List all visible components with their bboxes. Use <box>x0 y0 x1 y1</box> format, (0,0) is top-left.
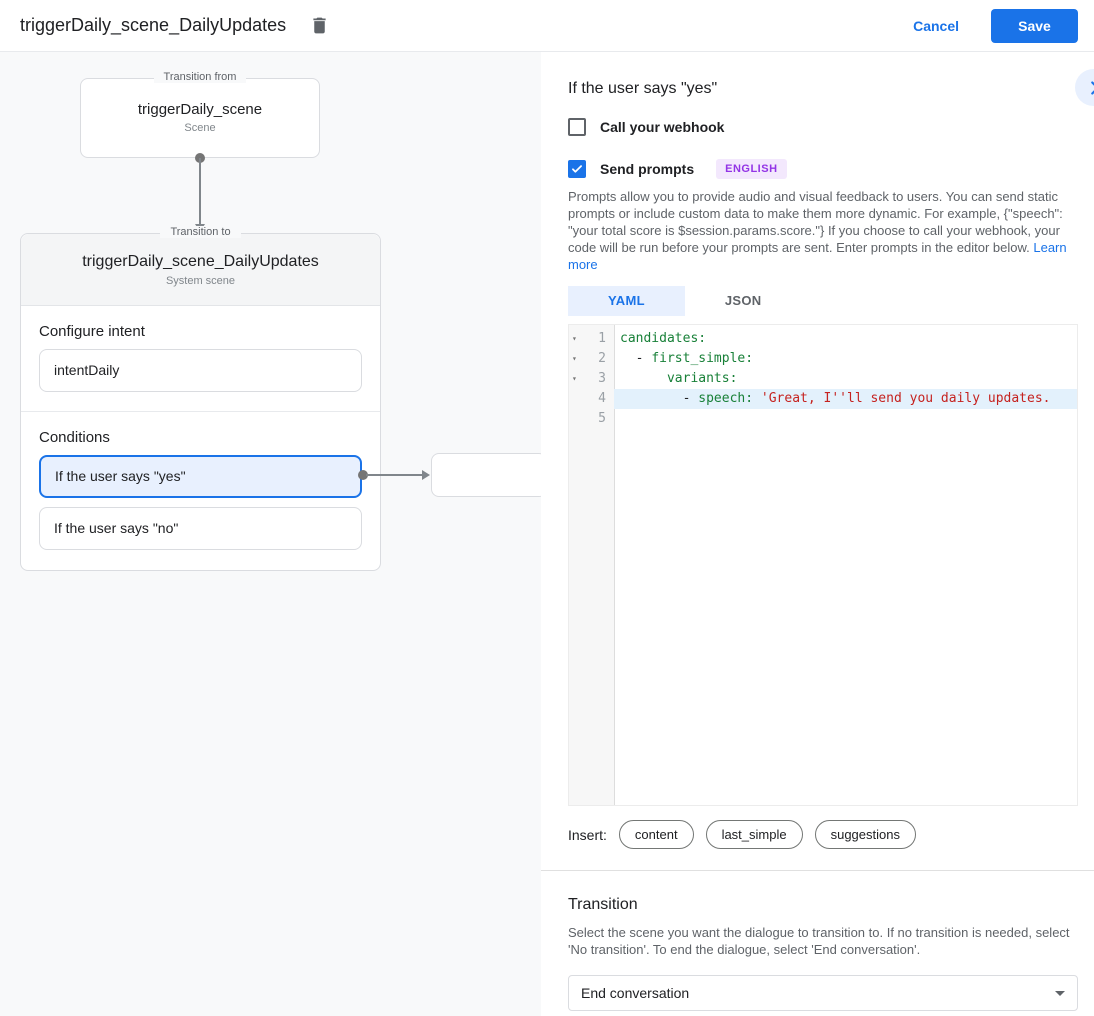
configure-intent-label: Configure intent <box>39 323 145 340</box>
divider <box>541 870 1094 871</box>
tab-json[interactable]: JSON <box>724 293 762 308</box>
node-legend: Transition from <box>81 71 319 83</box>
fold-arrow-icon[interactable]: ▾ <box>572 334 577 343</box>
detail-title: If the user says "yes" <box>568 80 718 97</box>
insert-label: Insert: <box>568 826 607 843</box>
editor-line[interactable]: ▾3 variants: <box>569 369 1077 389</box>
prompts-row: Send prompts ENGLISH <box>568 159 1078 179</box>
prompts-label: Send prompts <box>600 161 695 177</box>
trash-icon <box>309 15 330 36</box>
tab-yaml[interactable]: YAML <box>568 286 685 316</box>
code-line[interactable] <box>614 409 1077 429</box>
checkmark-icon <box>570 162 584 176</box>
divider <box>21 411 380 412</box>
code-line[interactable]: - first_simple: <box>620 351 754 366</box>
delete-scene-button[interactable] <box>306 13 332 39</box>
editor-format-tabs: YAML JSON <box>568 286 1078 316</box>
node-title: triggerDaily_scene <box>137 101 263 118</box>
insert-chip-suggestions[interactable]: suggestions <box>814 820 916 849</box>
collapse-panel-button[interactable] <box>1075 69 1094 106</box>
editor-line[interactable]: ▾2 - first_simple: <box>569 349 1077 369</box>
line-number: ▾2 <box>569 349 614 369</box>
conditions-label: Conditions <box>39 429 110 446</box>
learn-more-link[interactable]: Learn more <box>568 240 1067 272</box>
prompts-checkbox[interactable] <box>568 160 586 178</box>
page-title: triggerDaily_scene_DailyUpdates <box>20 15 287 35</box>
code-line[interactable]: variants: <box>666 371 738 386</box>
insert-chips: content last_simple suggestions <box>618 820 916 849</box>
transition-select[interactable]: End conversation <box>568 975 1078 1011</box>
transition-description: Select the scene you want the dialogue t… <box>568 925 1070 957</box>
conditions-list: If the user says "yes" If the user says "… <box>39 455 362 550</box>
scene-node-header[interactable]: Transition to triggerDaily_scene_DailyUp… <box>21 226 380 306</box>
code-line[interactable]: candidates: <box>620 331 707 346</box>
code-line[interactable]: - speech: 'Great, I''ll send you daily u… <box>614 389 1077 409</box>
save-button[interactable]: Save <box>991 8 1078 43</box>
detail-panel: If the user says "yes" Call your webhook… <box>541 52 1094 1016</box>
scene-node-to: Transition to triggerDaily_scene_DailyUp… <box>20 226 381 571</box>
insert-chip-content[interactable]: content <box>618 820 694 849</box>
editor-line[interactable]: 4 - speech: 'Great, I''ll send you daily… <box>569 389 1077 409</box>
node-title: triggerDaily_scene_DailyUpdates <box>82 253 319 270</box>
scene-node-target[interactable] <box>431 453 541 497</box>
line-number: 5 <box>598 411 606 426</box>
prompts-description: Prompts allow you to provide audio and v… <box>568 189 1067 272</box>
arrowhead-down-icon <box>195 224 205 232</box>
connector-dot <box>358 470 368 480</box>
transition-select-value: End conversation <box>581 985 690 1001</box>
main-layout: Transition from triggerDaily_scene Scene… <box>0 52 1094 1016</box>
webhook-label: Call your webhook <box>600 119 725 135</box>
connector-line <box>366 474 422 476</box>
transition-title: Transition <box>568 896 638 913</box>
fold-arrow-icon[interactable]: ▾ <box>572 354 577 363</box>
fold-arrow-icon[interactable]: ▾ <box>572 374 577 383</box>
line-number: ▾3 <box>569 369 614 389</box>
node-subtitle: System scene <box>165 275 236 287</box>
webhook-checkbox[interactable] <box>568 118 586 136</box>
connector-line <box>199 158 201 224</box>
cancel-button[interactable]: Cancel <box>913 17 959 34</box>
caret-down-icon <box>1055 990 1065 996</box>
scene-canvas: Transition from triggerDaily_scene Scene… <box>0 52 541 1016</box>
scene-node-from[interactable]: Transition from triggerDaily_scene Scene <box>80 71 320 158</box>
editor-line[interactable]: ▾1 candidates: <box>569 329 1077 349</box>
intent-item[interactable]: intentDaily <box>39 349 362 392</box>
condition-item[interactable]: If the user says "no" <box>39 507 362 550</box>
condition-item[interactable]: If the user says "yes" <box>39 455 362 498</box>
editor-line[interactable]: 5 <box>569 409 1077 429</box>
language-badge: ENGLISH <box>716 159 787 179</box>
webhook-row: Call your webhook <box>568 118 1078 136</box>
insert-row: Insert: content last_simple suggestions <box>568 820 1078 849</box>
insert-chip-last_simple[interactable]: last_simple <box>705 820 803 849</box>
arrowhead-right-icon <box>422 470 430 480</box>
line-number: 4 <box>598 391 606 406</box>
node-subtitle: Scene <box>184 122 216 134</box>
scene-node-body: Configure intent intentDaily Conditions … <box>21 306 380 550</box>
chevron-right-icon <box>1084 77 1094 99</box>
line-number: ▾1 <box>569 329 614 349</box>
top-bar: triggerDaily_scene_DailyUpdates Cancel S… <box>0 0 1094 52</box>
